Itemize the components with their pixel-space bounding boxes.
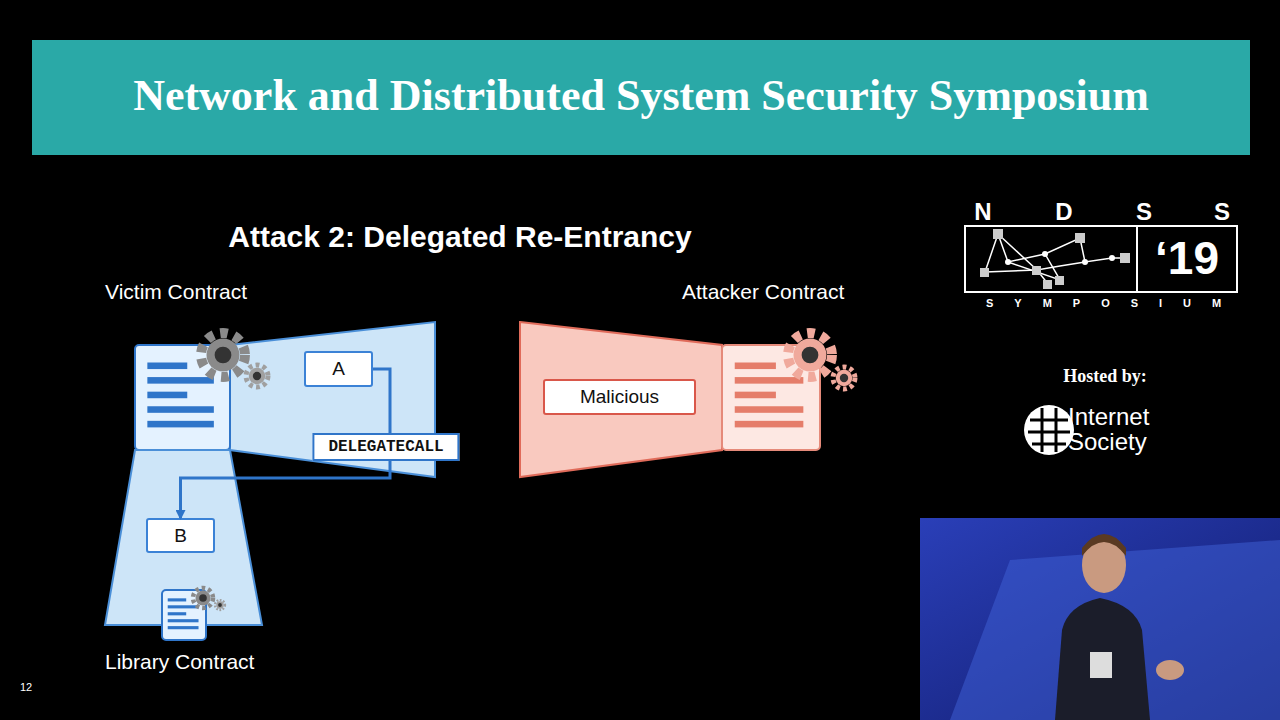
ndss-logo [965, 226, 1237, 292]
society-name: Internet Society [1068, 404, 1193, 454]
code-box: Malicious [543, 379, 696, 415]
slide-number: 12 [20, 681, 50, 693]
network-graph [985, 234, 1125, 284]
box-text: A [332, 358, 345, 380]
contract-heading: Attacker Contract [682, 280, 844, 304]
box-text: B [174, 525, 187, 547]
victim-gear-small [246, 365, 268, 387]
internet-society-globe [1024, 405, 1074, 455]
contract-heading: Library Contract [105, 650, 254, 674]
attacker-gear [788, 333, 832, 377]
logo-letter: S [1210, 198, 1234, 226]
attacker-gear-small [833, 367, 855, 389]
banner-bar [32, 40, 1250, 155]
box-text: Malicious [580, 386, 659, 408]
library-gear-small [215, 600, 225, 610]
logo-year: ‘19 [1137, 231, 1237, 285]
contract-region: Library ContractB [105, 450, 262, 625]
library-gear [193, 588, 213, 608]
edge-label: DELEGATECALL [312, 433, 459, 461]
victim-gear [201, 333, 245, 377]
code-box: B [146, 518, 215, 553]
logo-letter: S [1132, 198, 1156, 226]
code-box: A [304, 351, 373, 387]
logo-subtitle: SYMPOSIUM [965, 297, 1237, 309]
banner-text: Network and Distributed System Security … [32, 70, 1250, 121]
hosted-by: Hosted by: [1030, 366, 1180, 387]
slide-title: Attack 2: Delegated Re-Entrancy [160, 220, 760, 254]
attacker-document-icon [722, 345, 820, 450]
contract-heading: Victim Contract [105, 280, 247, 304]
contract-region: Attacker ContractMalicious [520, 322, 820, 477]
speaker-video [920, 518, 1280, 720]
logo-letter: N [971, 198, 995, 226]
logo-letter: D [1052, 198, 1076, 226]
library-document-icon [162, 590, 206, 640]
